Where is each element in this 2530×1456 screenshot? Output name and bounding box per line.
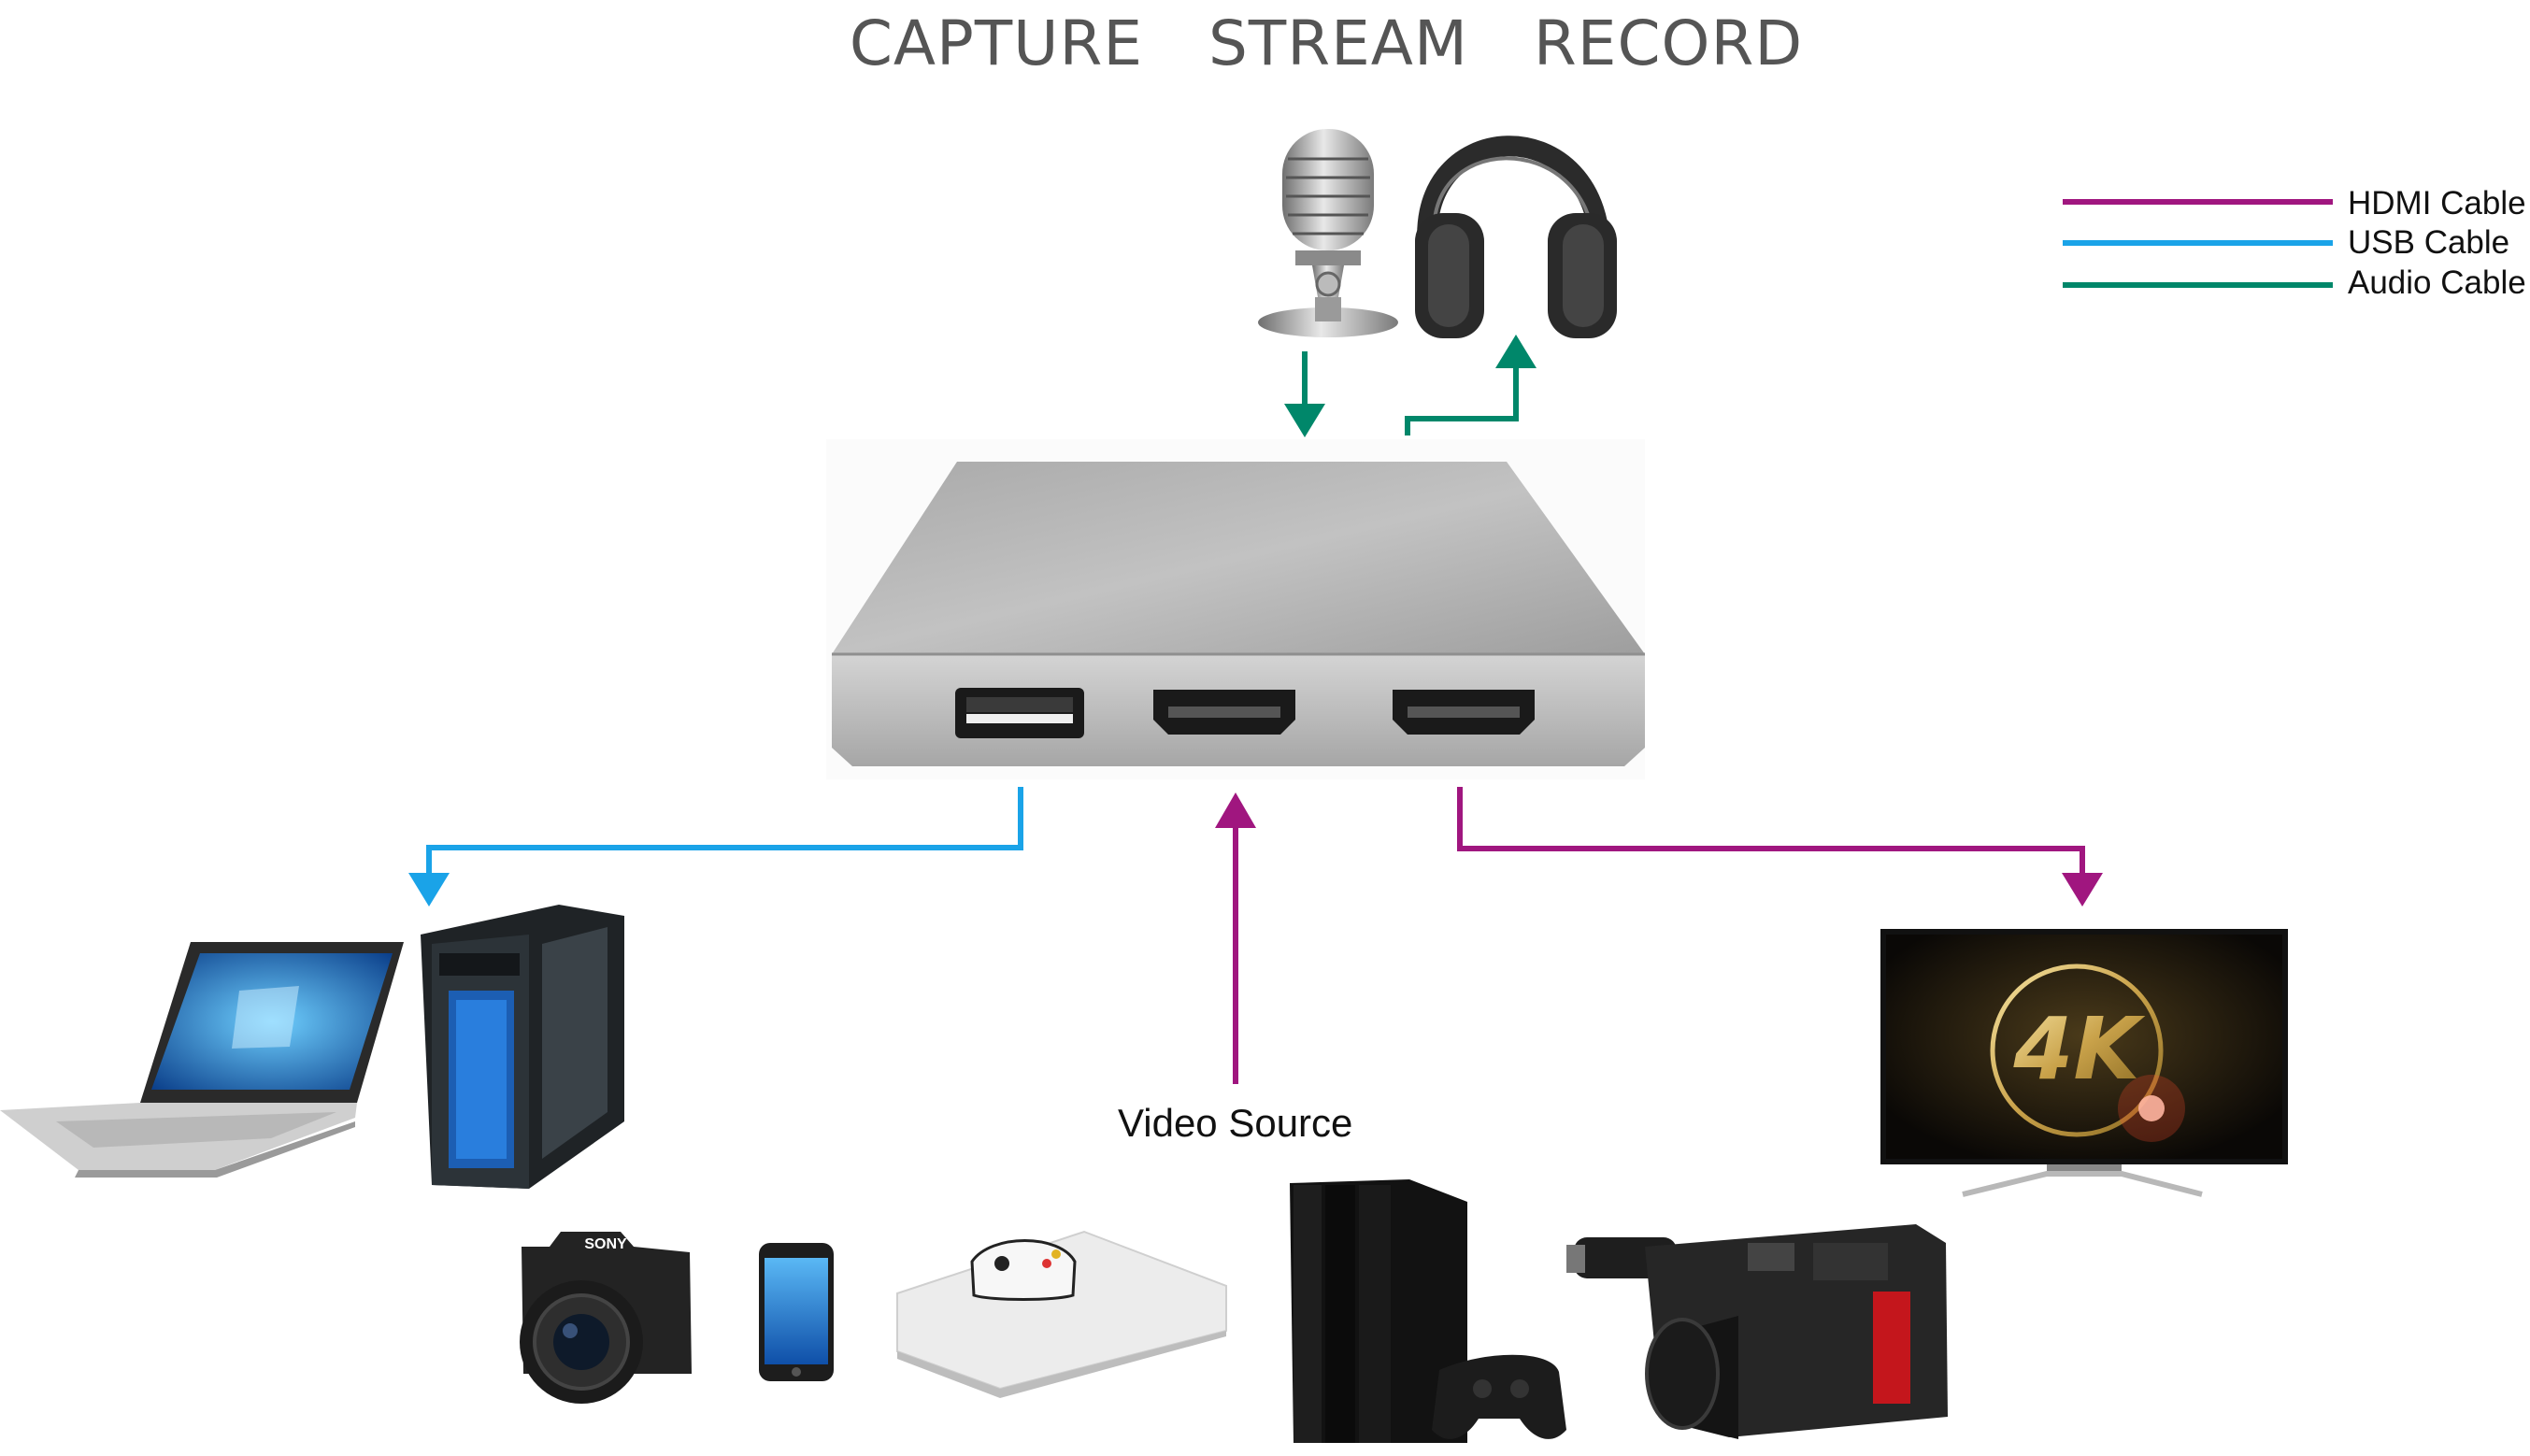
game-console-black-icon <box>1290 1179 1566 1443</box>
camera-brand-text: SONY <box>584 1236 627 1252</box>
video-source-label: Video Source <box>1118 1101 1353 1145</box>
title-word-stream: STREAM <box>1208 7 1468 79</box>
legend-usb-label: USB Cable <box>2348 224 2510 261</box>
diagram-title: CAPTURE STREAM RECORD <box>0 7 2530 79</box>
headphones-icon <box>1415 136 1617 338</box>
hdmi-output-connector <box>1457 787 2103 906</box>
hdmi-port-output <box>1393 690 1535 735</box>
laptop-icon <box>0 942 404 1178</box>
hdmi-input-connector <box>1215 792 1256 1084</box>
mirrorless-camera-icon: SONY <box>520 1232 692 1404</box>
legend-hdmi-label: HDMI Cable <box>2348 185 2526 221</box>
hdmi-port-input <box>1153 690 1295 735</box>
capture-box <box>826 439 1645 779</box>
usb-port <box>955 688 1084 738</box>
desktop-pc-icon <box>421 905 624 1189</box>
title-word-record: RECORD <box>1533 7 1804 79</box>
game-console-white-icon <box>896 1230 1227 1398</box>
title-word-capture: CAPTURE <box>849 7 1144 79</box>
microphone-icon <box>1258 129 1398 337</box>
camcorder-icon <box>1566 1224 1948 1439</box>
headphone-audio-connector <box>1405 335 1537 435</box>
tv-4k-text: 4K <box>2012 999 2145 1099</box>
smartphone-icon <box>759 1243 834 1381</box>
tv-4k-icon: 4K <box>1880 929 2288 1197</box>
mic-audio-connector <box>1284 351 1325 437</box>
usb-connector <box>408 787 1023 906</box>
legend-audio-label: Audio Cable <box>2348 264 2526 301</box>
